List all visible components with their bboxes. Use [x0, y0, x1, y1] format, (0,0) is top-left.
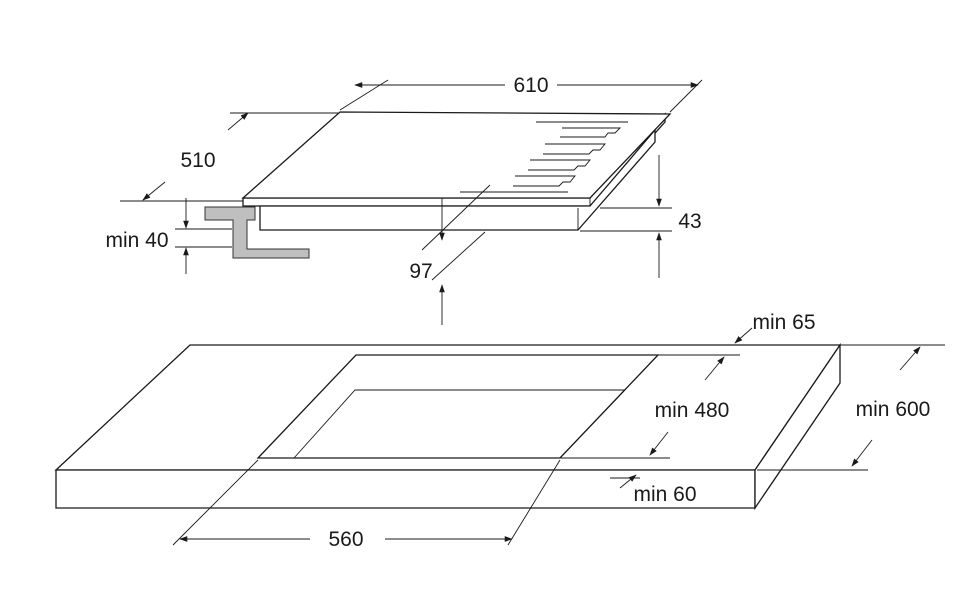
dim-worktop-depth: min 600 [856, 398, 931, 421]
dim-hob-height: 43 [678, 210, 701, 233]
worktop-side [754, 342, 841, 511]
knob-2 [543, 143, 606, 155]
dim-cutout-depth: min 480 [655, 399, 730, 422]
dim-front-margin: min 60 [633, 483, 696, 506]
hob-top-surface [241, 111, 672, 199]
knob-4 [513, 175, 576, 187]
hob-drawing: 610 510 min 40 43 97 [105, 74, 703, 325]
worktop-drawing: 560 min 480 min 600 min 65 min 60 [54, 311, 945, 551]
dim-min-clearance: min 40 [105, 229, 168, 252]
knob-1 [560, 127, 622, 138]
hob-under-body [259, 128, 656, 231]
dim-rear-margin: min 65 [752, 311, 815, 334]
dim-embed-depth: 97 [409, 260, 432, 283]
dim-cutout-width: 560 [328, 528, 363, 551]
mounting-bracket [204, 206, 310, 259]
dim-hob-width: 610 [513, 74, 548, 97]
control-knobs [460, 121, 628, 193]
knob-3 [528, 159, 591, 171]
dim-hob-depth: 510 [180, 149, 215, 172]
cutout-inner [292, 389, 627, 459]
